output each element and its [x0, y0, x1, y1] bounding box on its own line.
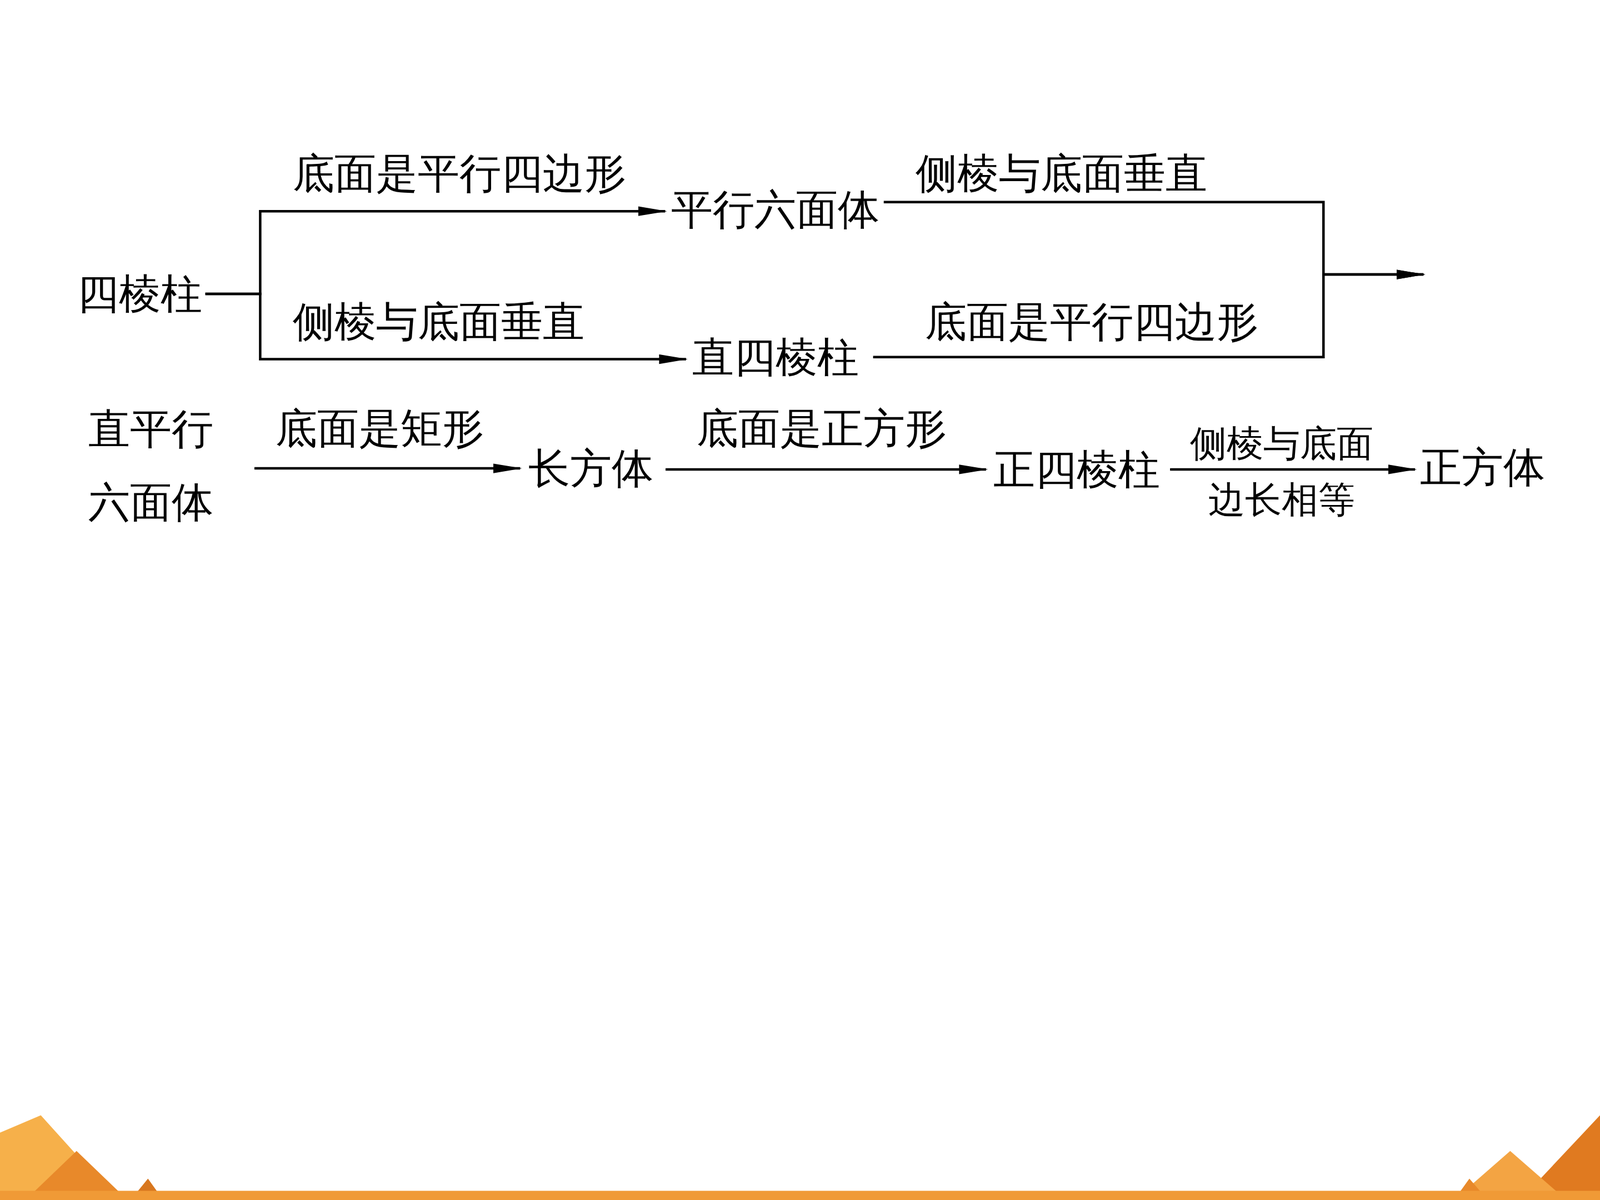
edge-label: 底面是平行四边形 — [292, 148, 627, 199]
node-text: 长方体 — [528, 431, 654, 505]
edge-label: 侧棱与底面 边长相等 — [1181, 415, 1382, 528]
term-node: 直四棱柱 — [692, 320, 859, 394]
arrow-connector — [205, 211, 666, 294]
node-text: 平行六面体 — [671, 172, 880, 247]
arrow-connector — [665, 468, 987, 472]
edge-label: 侧棱与底面垂直 — [915, 148, 1208, 199]
arrow-connector — [883, 202, 1424, 275]
node-text: 直四棱柱 — [692, 320, 859, 394]
bottom-bar — [0, 1190, 1600, 1200]
edge-label: 底面是平行四边形 — [925, 296, 1259, 347]
term-node: 正方体 — [1420, 430, 1545, 504]
term-node: 四棱柱 — [77, 257, 203, 331]
term-node: 长方体 — [528, 431, 654, 505]
node-text: 直平行 六面体 — [88, 392, 222, 539]
node-text: 正四棱柱 — [993, 432, 1160, 507]
term-node: 平行六面体 — [671, 172, 880, 247]
arrow-connector — [205, 293, 687, 360]
edge-label: 底面是矩形 — [275, 403, 484, 454]
arrow-connector — [1170, 468, 1415, 472]
node-text: 四棱柱 — [77, 257, 203, 331]
edge-label: 底面是正方形 — [696, 403, 947, 454]
node-text: 正方体 — [1420, 430, 1545, 504]
term-node: 正四棱柱 — [993, 432, 1160, 507]
arrow-connector — [873, 274, 1424, 358]
arrow-connector — [254, 467, 520, 470]
term-node: 直平行 六面体 — [88, 392, 222, 539]
edge-label: 侧棱与底面垂直 — [292, 296, 585, 347]
